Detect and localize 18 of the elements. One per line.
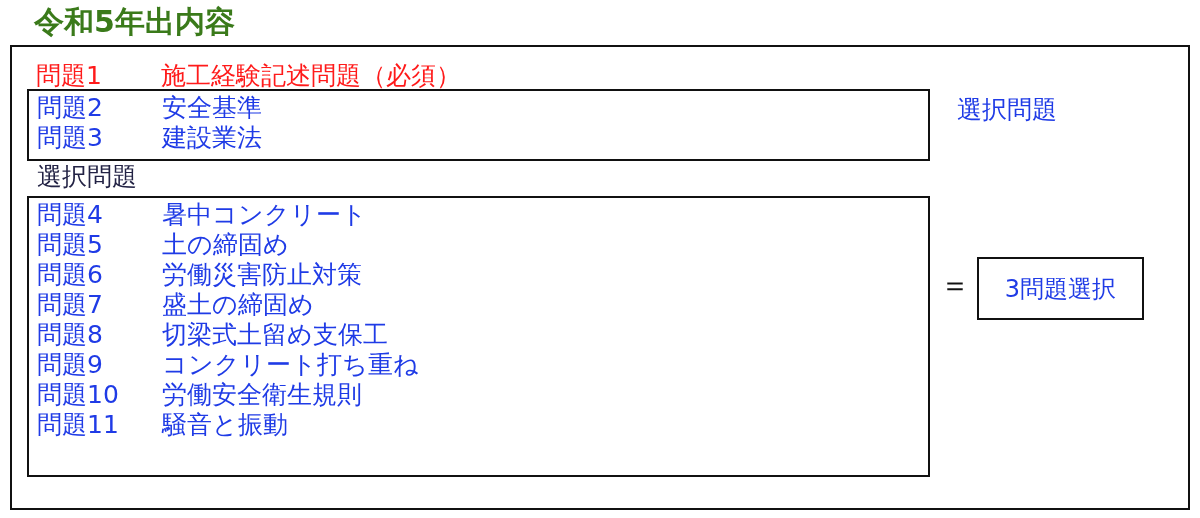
title: 令和5年出内容	[34, 3, 235, 41]
outer-box	[10, 45, 1190, 510]
question-item: 問題2 安全基準	[37, 93, 263, 123]
question-item: 問題7 盛土の締固め	[37, 290, 315, 320]
selection-note: 3問題選択	[1004, 273, 1117, 304]
question-item: 問題10 労働安全衛生規則	[37, 380, 363, 410]
required-question: 問題1 施工経験記述問題（必須）	[36, 61, 462, 91]
question-item: 問題5 土の締固め	[37, 230, 290, 260]
equals-sign: ＝	[940, 266, 970, 304]
answer-box	[977, 257, 1144, 320]
question-item: 問題4 暑中コンクリート	[37, 200, 368, 230]
question-item: 問題8 切梁式土留め支保工	[37, 320, 389, 350]
question-item: 問題3 建設業法	[37, 123, 263, 153]
question-item: 問題9 コンクリート打ち重ね	[37, 350, 420, 380]
question-item: 問題6 労働災害防止対策	[37, 260, 363, 290]
section-heading: 選択問題	[37, 162, 137, 192]
side-note: 選択問題	[957, 95, 1057, 125]
question-item: 問題11 騒音と振動	[37, 410, 289, 440]
